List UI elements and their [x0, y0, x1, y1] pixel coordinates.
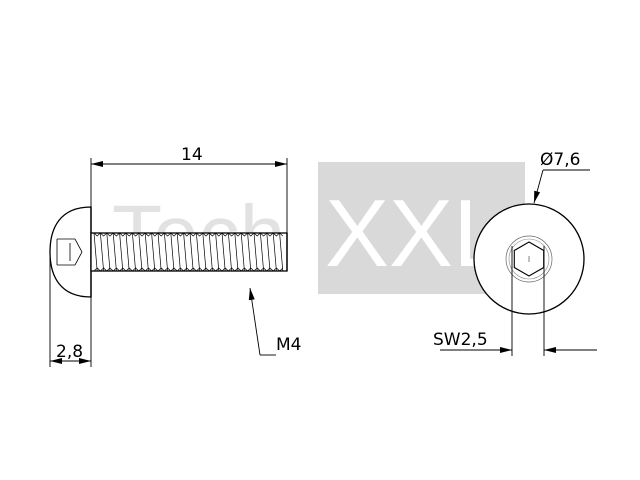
watermark: Tech XXL [112, 162, 525, 294]
head-height-dimension [49, 255, 92, 367]
diameter-leader [533, 169, 590, 204]
screw-head [49, 206, 92, 298]
thread-crest-line [119, 232, 124, 272]
thread-crest-line [234, 232, 239, 272]
thread-crest-line [157, 232, 162, 272]
thread-crest-line [100, 232, 104, 272]
thread-crest-line [144, 232, 149, 272]
thread-pattern [93, 232, 284, 272]
thread-crest-line [176, 232, 181, 272]
thread-crest-line [106, 232, 111, 272]
length-dimension [90, 158, 288, 237]
thread-crest-line [125, 232, 130, 272]
thread-crest-line [221, 232, 226, 272]
thread-crest-line [272, 232, 277, 272]
screw-side-view [49, 206, 288, 298]
thread-crest-line [151, 232, 156, 272]
thread-crest-line [93, 232, 98, 272]
thread-top-edge [93, 232, 284, 237]
diameter-label: Ø7,6 [540, 150, 580, 170]
screw-front-view [473, 203, 585, 315]
thread-crest-line [253, 232, 258, 272]
thread-crest-line [228, 232, 232, 272]
thread-crest-line [215, 232, 220, 272]
thread-crest-line [260, 232, 264, 272]
hex-key-dimension [440, 246, 597, 356]
thread-crest-line [132, 232, 136, 272]
thread-crest-line [164, 232, 168, 272]
thread-leader [248, 287, 276, 356]
thread-crest-line [170, 232, 175, 272]
thread-label: M4 [276, 335, 301, 355]
thread-bottom-edge [93, 267, 284, 272]
socket-hidden-lines [56, 238, 83, 266]
thread-crest-line [183, 232, 188, 272]
thread-crest-line [112, 232, 117, 272]
thread-crest-line [247, 232, 252, 272]
head-height-label: 2,8 [56, 342, 83, 362]
thread-crest-line [240, 232, 245, 272]
length-label: 14 [181, 145, 203, 165]
thread-crest-line [189, 232, 194, 272]
thread-crest-line [202, 232, 207, 272]
thread-crest-line [266, 232, 271, 272]
socket-circle [505, 235, 553, 283]
thread-crest-line [138, 232, 143, 272]
thread-crest-line [196, 232, 200, 272]
thread-crest-line [208, 232, 213, 272]
hex-key-label: SW2,5 [433, 330, 488, 350]
thread-crest-line [279, 232, 284, 272]
